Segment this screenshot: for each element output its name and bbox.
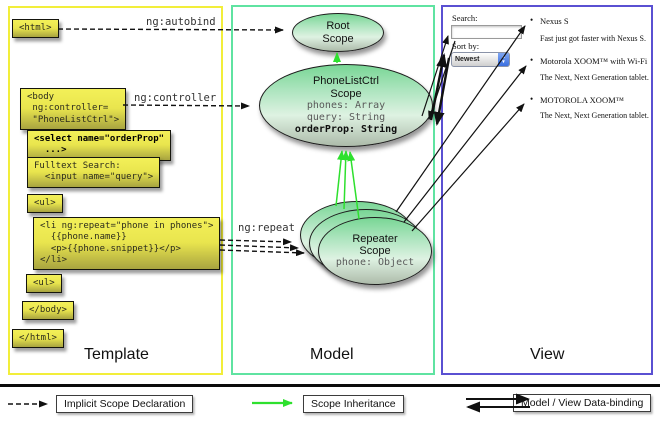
view-item-desc: The Next, Next Generation tablet.: [540, 73, 649, 82]
legend-scope-inheritance: Scope Inheritance: [303, 395, 404, 413]
legend-data-binding: Model / View Data-binding: [513, 394, 652, 412]
scope-prop-query: query: String: [306, 111, 386, 123]
legend-implicit-scope: Implicit Scope Declaration: [56, 395, 194, 413]
view-item-desc: The Next, Next Generation tablet.: [540, 111, 649, 120]
view-item-title: MOTOROLA XOOM™: [530, 94, 624, 105]
template-panel-label: Template: [84, 346, 149, 363]
search-input[interactable]: [451, 25, 522, 39]
code-body-open: <body ng:controller= "PhoneListCtrl">: [20, 88, 127, 130]
code-html-open: <html>: [12, 19, 59, 39]
scope-prop-orderprop: orderProp: String: [294, 123, 398, 135]
code-li-repeat: <li ng:repeat="phone in phones"> {{phone…: [33, 217, 221, 270]
phonelistctrl-scope-title: PhoneListCtrl Scope: [312, 75, 380, 100]
repeater-scope-title: Repeater Scope: [352, 232, 398, 257]
code-ul-open: <ul>: [27, 194, 63, 214]
sort-dropdown-value: Newest: [455, 56, 480, 63]
view-item-title: Nexus S: [530, 15, 568, 26]
scope-prop-phone: phone: Object: [335, 257, 415, 269]
ng-controller-label: ng:controller: [134, 92, 217, 104]
model-panel: [231, 5, 435, 375]
repeater-scope-front: Repeater Scope phone: Object: [318, 217, 432, 285]
code-select: <select name="orderProp" ...>: [27, 130, 172, 161]
view-item-desc: Fast just got faster with Nexus S.: [540, 34, 646, 43]
sort-dropdown[interactable]: Newest ▲▼: [451, 52, 510, 67]
view-panel-label: View: [530, 346, 565, 363]
code-fulltext: Fulltext Search: <input name="query">: [27, 157, 161, 188]
phonelistctrl-scope: PhoneListCtrl Scope phones: Array query:…: [259, 64, 433, 147]
root-scope: Root Scope: [292, 13, 384, 52]
model-panel-label: Model: [310, 346, 354, 363]
code-body-close: </body>: [22, 301, 74, 321]
code-ul-close: <ul>: [26, 274, 62, 294]
code-html-close: </html>: [12, 329, 64, 349]
sort-by-label: Sort by:: [452, 41, 480, 51]
ng-repeat-label: ng:repeat: [238, 222, 295, 234]
ng-autobind-label: ng:autobind: [146, 16, 216, 28]
dropdown-stepper-icon: ▲▼: [498, 53, 509, 66]
root-scope-title: Root Scope: [322, 20, 354, 45]
view-item-title: Motorola XOOM™ with Wi-Fi: [530, 55, 647, 66]
scope-prop-phones: phones: Array: [306, 99, 386, 111]
search-label: Search:: [452, 13, 478, 23]
